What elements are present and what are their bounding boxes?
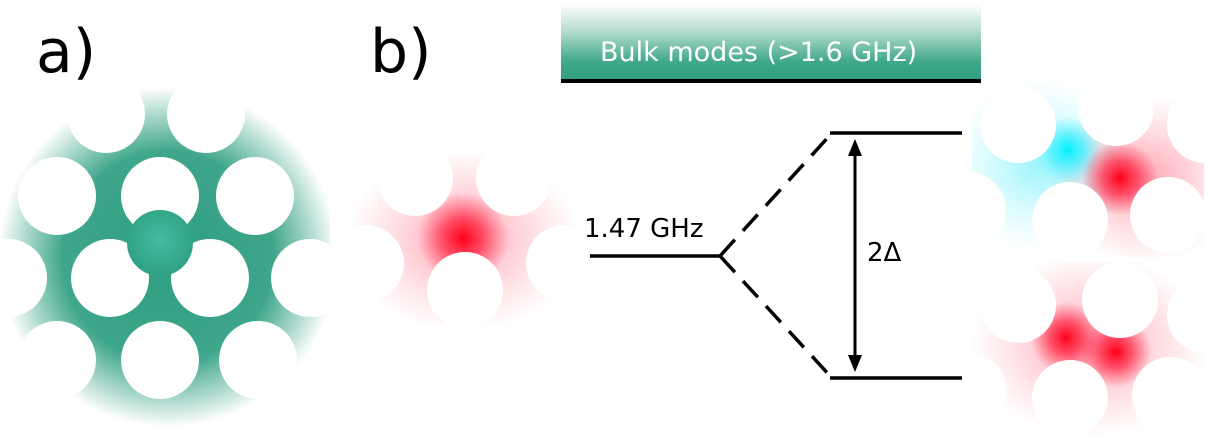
antisymmetric-mode-profile — [972, 82, 1204, 257]
panel-a-label: a) — [36, 17, 97, 87]
panel-b-label: b) — [370, 17, 432, 87]
lower-split-dashed — [718, 254, 834, 380]
bulk-band — [561, 4, 981, 80]
crystal-holes — [0, 75, 349, 399]
defect-pad — [127, 210, 193, 276]
single-mode-profile — [350, 155, 580, 325]
upper-split-dashed — [718, 131, 834, 258]
bulk-modes-label: Bulk modes (>1.6 GHz) — [600, 37, 918, 68]
arrow-head-down — [848, 355, 862, 372]
level-diagram — [590, 131, 962, 380]
symmetric-mode-profile — [972, 262, 1204, 437]
phononic-crystal-unit — [0, 75, 349, 437]
arrow-head-up — [848, 139, 862, 156]
splitting-label: 2Δ — [867, 238, 902, 268]
frequency-label: 1.47 GHz — [584, 214, 704, 244]
